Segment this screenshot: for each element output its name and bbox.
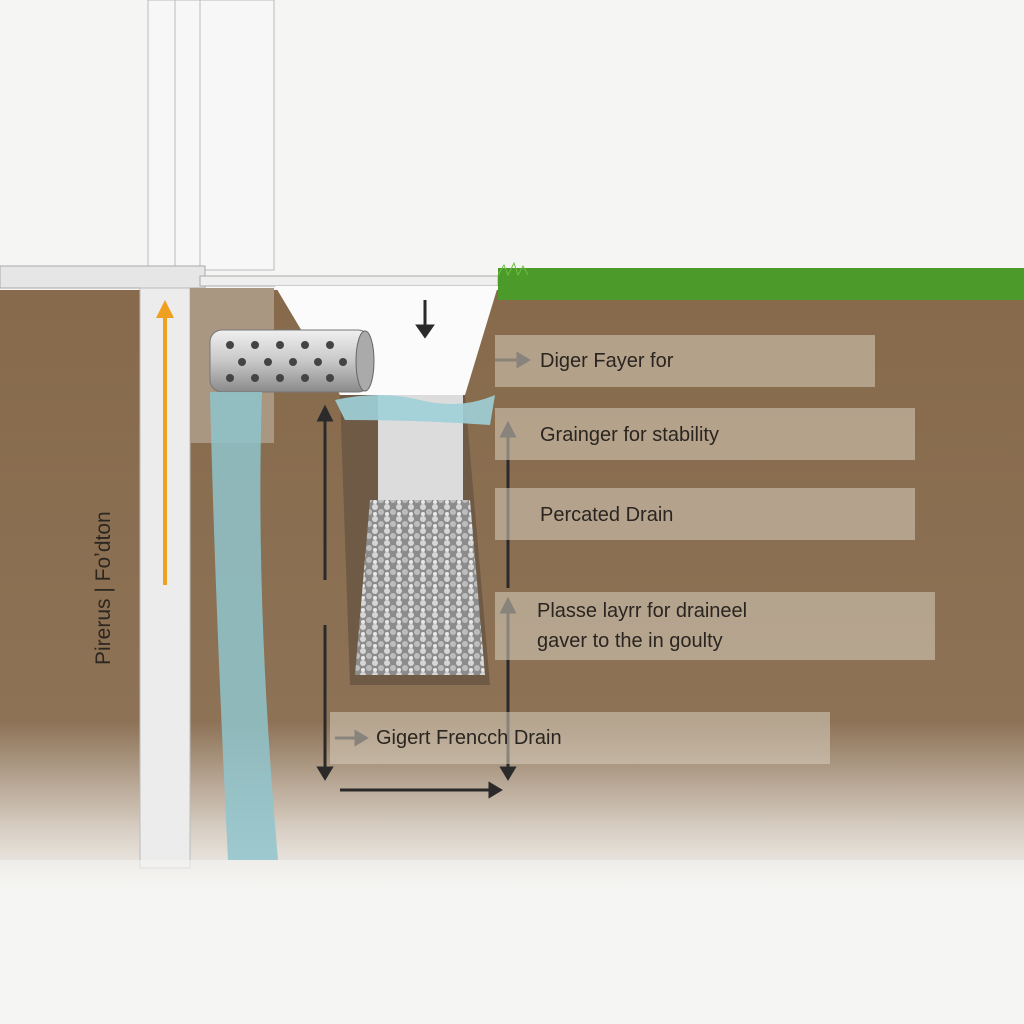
water-stream <box>210 392 278 860</box>
label-layer-line1: Plasse layrr for draineel <box>537 600 748 622</box>
label-band-drain <box>495 488 915 540</box>
label-stability: Grainger for stability <box>540 424 719 446</box>
trench-water <box>335 395 495 425</box>
label-band-french <box>330 712 830 764</box>
label-band-layer <box>495 592 935 660</box>
label-layer-line2: gaver to the in goulty <box>537 630 723 652</box>
slab <box>0 265 206 289</box>
orange-up-arrow <box>156 300 174 585</box>
label-foundation: Pirerus | Foʼdton <box>92 511 115 665</box>
label-french-drain: Gigert Frencch Drain <box>376 727 562 749</box>
gravel-fill <box>355 500 485 675</box>
label-band-stability <box>495 408 915 460</box>
label-top: Diger Fayer for <box>540 350 674 372</box>
house-wall <box>147 0 275 271</box>
label-drain: Percated Drain <box>540 504 674 526</box>
label-band-top <box>495 335 875 387</box>
grass <box>498 268 1024 300</box>
